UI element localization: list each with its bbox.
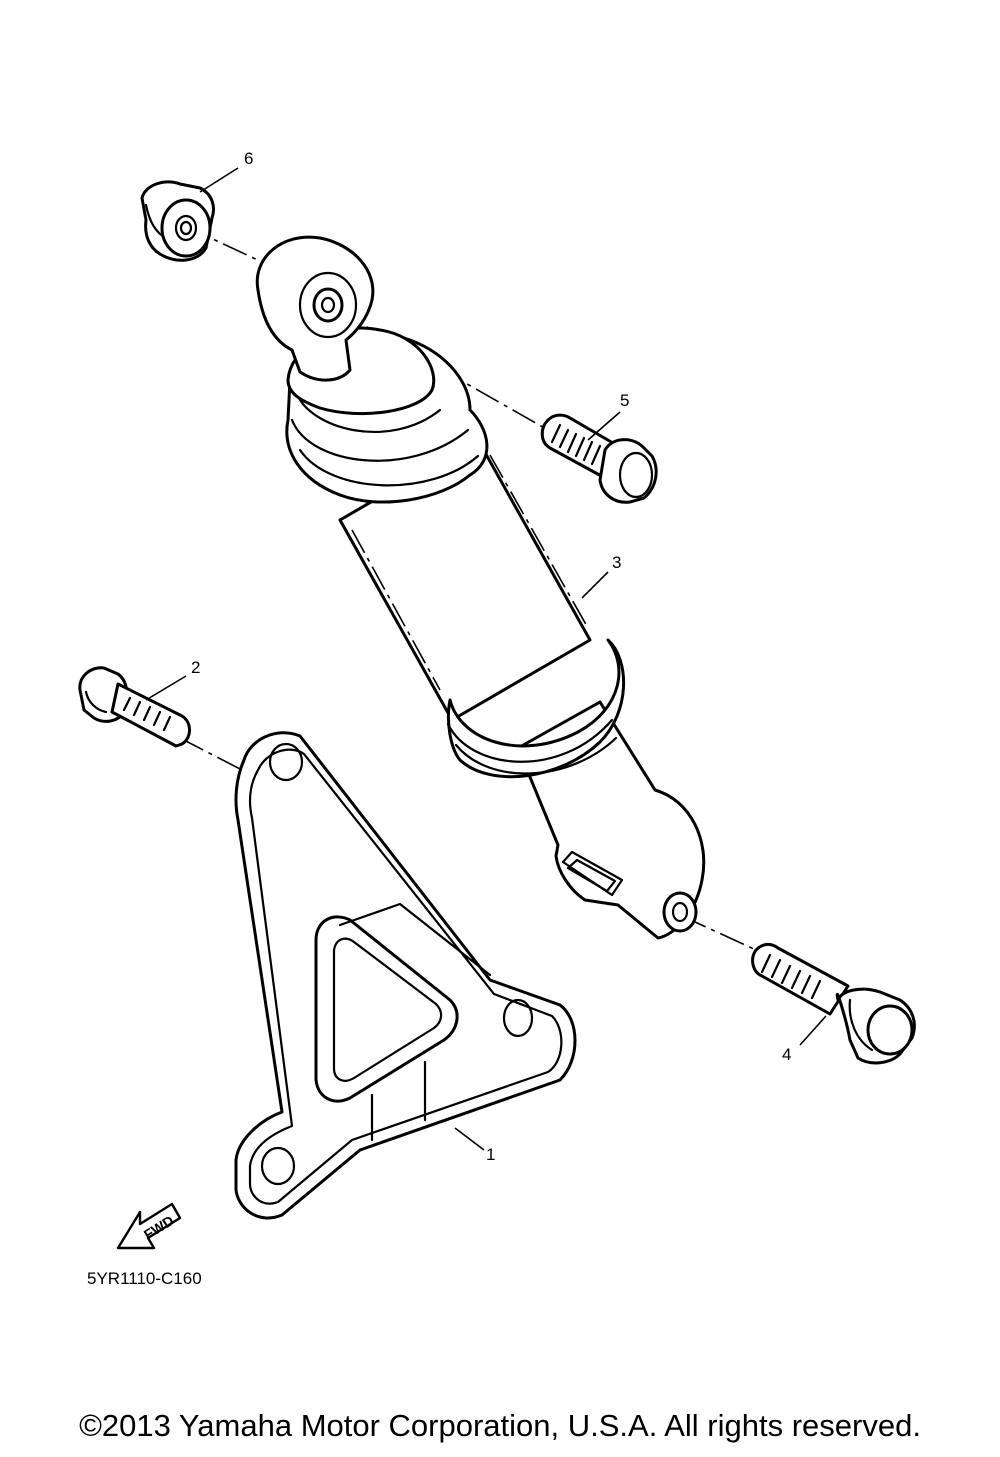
leader-3 (581, 571, 609, 599)
flange-nut (140, 180, 215, 262)
callout-1: 1 (486, 1145, 495, 1164)
leader-2 (145, 675, 187, 701)
fwd-arrow: FWD (116, 1202, 182, 1250)
leader-5 (587, 411, 621, 441)
bracket-hole-top (268, 742, 304, 782)
axis-line-left-bolt (179, 737, 243, 771)
bracket-hole-right (502, 998, 534, 1038)
callout-6: 6 (244, 149, 253, 168)
callout-2: 2 (191, 658, 200, 677)
left-bolt (78, 666, 191, 748)
callout-4: 4 (782, 1045, 791, 1064)
leader-1 (454, 1127, 485, 1151)
callout-5: 5 (620, 391, 629, 410)
shock-lower-eye (662, 891, 698, 933)
shock-lower-spring (446, 638, 625, 779)
diagram-code: 5YR1110-C160 (87, 1269, 202, 1288)
leader-6 (199, 167, 239, 193)
shock-absorber (255, 235, 706, 940)
copyright-notice: ©2013 Yamaha Motor Corporation, U.S.A. A… (79, 1408, 921, 1443)
leader-4 (799, 1015, 827, 1046)
bracket (234, 731, 577, 1220)
upper-bolt (540, 413, 658, 504)
lower-bolt (751, 942, 916, 1065)
callout-3: 3 (612, 553, 621, 572)
bracket-hole-bottom (260, 1146, 296, 1186)
